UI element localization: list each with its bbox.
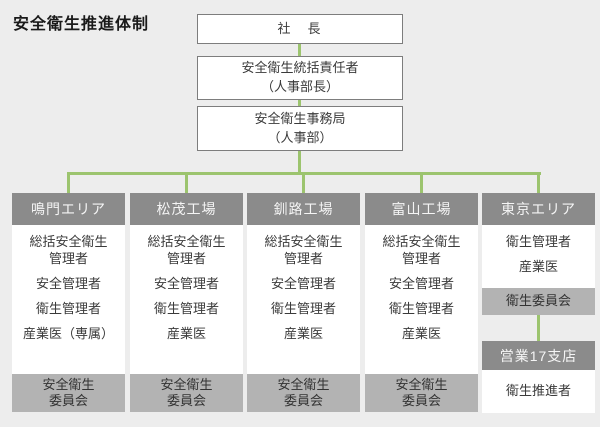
column-header: 鳴門エリア — [12, 193, 125, 225]
member-item: 安全管理者 — [388, 275, 454, 291]
connector-drop-toyama — [420, 172, 423, 193]
supervisor-box: 安全衛生統括責任者 （人事部長） — [197, 56, 403, 100]
member-item: 衛生管理者 — [270, 300, 336, 316]
committee-box: 安全衛生 委員会 — [130, 374, 243, 412]
connector-tokyo-branch — [537, 315, 540, 341]
committee-box: 安全衛生 委員会 — [12, 374, 125, 412]
column-members: 総括安全衛生 管理者 安全管理者 衛生管理者 産業医 — [365, 225, 478, 374]
member-item: 産業医（専属） — [22, 325, 114, 341]
column-members: 総括安全衛生 管理者 安全管理者 衛生管理者 産業医（専属） — [12, 225, 125, 374]
member-item: 安全管理者 — [153, 275, 219, 291]
member-item: 産業医 — [166, 325, 206, 341]
column-members: 総括安全衛生 管理者 安全管理者 衛生管理者 産業医 — [130, 225, 243, 374]
member-item: 衛生推進者 — [505, 383, 571, 399]
branch-header: 営業17支店 — [482, 341, 595, 370]
member-item: 総括安全衛生 管理者 — [382, 234, 461, 266]
column-matsushige-plant: 松茂工場 総括安全衛生 管理者 安全管理者 衛生管理者 産業医 安全衛生 委員会 — [130, 193, 243, 412]
column-header: 富山工場 — [365, 193, 478, 225]
member-item: 総括安全衛生 管理者 — [29, 234, 108, 266]
committee-box: 安全衛生 委員会 — [247, 374, 360, 412]
member-item: 総括安全衛生 管理者 — [147, 234, 226, 266]
member-item: 安全管理者 — [270, 275, 336, 291]
column-members: 総括安全衛生 管理者 安全管理者 衛生管理者 産業医 — [247, 225, 360, 374]
member-item: 産業医 — [518, 258, 558, 274]
connector-drop-naruto — [67, 172, 70, 193]
column-header: 釧路工場 — [247, 193, 360, 225]
member-item: 安全管理者 — [35, 275, 101, 291]
member-item: 総括安全衛生 管理者 — [264, 234, 343, 266]
office-box: 安全衛生事務局 （人事部） — [197, 106, 403, 151]
member-item: 産業医 — [401, 325, 441, 341]
member-item: 衛生管理者 — [35, 300, 101, 316]
column-header: 松茂工場 — [130, 193, 243, 225]
connector-drop-tokyo — [537, 172, 540, 193]
president-box: 社 長 — [197, 14, 403, 44]
connector-drop-kushiro — [302, 172, 305, 193]
page-title: 安全衛生推進体制 — [13, 16, 150, 33]
member-item: 衛生管理者 — [153, 300, 219, 316]
column-toyama-plant: 富山工場 総括安全衛生 管理者 安全管理者 衛生管理者 産業医 安全衛生 委員会 — [365, 193, 478, 412]
branch-connector-gap — [482, 315, 595, 341]
column-kushiro-plant: 釧路工場 総括安全衛生 管理者 安全管理者 衛生管理者 産業医 安全衛生 委員会 — [247, 193, 360, 412]
committee-box: 衛生委員会 — [482, 288, 595, 315]
connector-drop-matsushige — [185, 172, 188, 193]
column-members: 衛生管理者 産業医 — [482, 225, 595, 288]
member-item: 産業医 — [283, 325, 323, 341]
column-header: 東京エリア — [482, 193, 595, 225]
connector-president-supervisor — [298, 44, 301, 56]
connector-office-trunk — [298, 151, 301, 173]
column-naruto-area: 鳴門エリア 総括安全衛生 管理者 安全管理者 衛生管理者 産業医（専属） 安全衛… — [12, 193, 125, 412]
member-item: 衛生管理者 — [505, 234, 571, 249]
column-tokyo-area: 東京エリア 衛生管理者 産業医 衛生委員会 営業17支店 衛生推進者 — [482, 193, 595, 413]
connector-supervisor-office — [298, 100, 301, 106]
member-item: 衛生管理者 — [388, 300, 454, 316]
committee-box: 安全衛生 委員会 — [365, 374, 478, 412]
branch-members: 衛生推進者 — [482, 370, 595, 413]
